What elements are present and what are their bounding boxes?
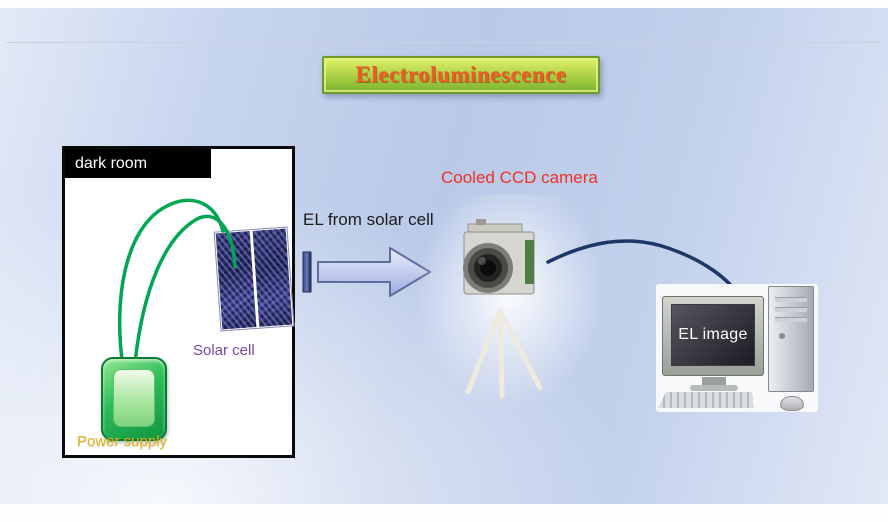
monitor-frame: EL image (662, 296, 764, 376)
header-divider-line (6, 42, 882, 43)
dark-room-label-strip: dark room (65, 149, 211, 178)
tower-drive-bay (775, 297, 807, 302)
dark-room-box: dark room Solar cell Power supply (62, 146, 295, 458)
el-arrow-caption: EL from solar cell (303, 210, 434, 229)
power-supply-screen (113, 369, 155, 427)
slide-title: Electroluminescence (355, 62, 567, 87)
solar-cell-panel-left (215, 231, 256, 330)
solar-cell-caption: Solar cell (193, 342, 255, 359)
keyboard (658, 392, 754, 408)
camera-lens (463, 243, 513, 293)
camera-knob (476, 219, 486, 225)
monitor-screen: EL image (671, 304, 755, 366)
camera-caption: Cooled CCD camera (441, 168, 598, 187)
el-image-text: EL image (678, 326, 748, 343)
tower-drive-bay (775, 317, 807, 322)
bottom-margin (0, 504, 888, 522)
ccd-camera-photo (463, 219, 543, 399)
power-supply-photo (101, 357, 167, 441)
title-banner: Electroluminescence (322, 56, 600, 94)
arrow-tail-bar (302, 251, 312, 293)
camera-cable (546, 239, 743, 300)
computer-tower (768, 286, 814, 392)
tripod-legs (465, 308, 543, 399)
el-block-arrow (302, 247, 431, 297)
cable-path (546, 239, 743, 300)
tower-power-button (779, 333, 785, 339)
monitor-stand (702, 377, 726, 385)
camera-pcb (525, 240, 534, 284)
dark-room-label: dark room (75, 155, 148, 172)
mouse (780, 396, 804, 411)
power-supply-caption: Power supply (77, 433, 168, 450)
arrow-shape (317, 247, 431, 297)
tower-drive-bay (775, 307, 807, 312)
desktop-computer-photo: EL image (656, 284, 818, 412)
solar-cell-panel-right (252, 228, 293, 327)
monitor-stand-base (690, 385, 738, 391)
top-margin (0, 0, 888, 8)
solar-cell-photo (213, 226, 295, 332)
